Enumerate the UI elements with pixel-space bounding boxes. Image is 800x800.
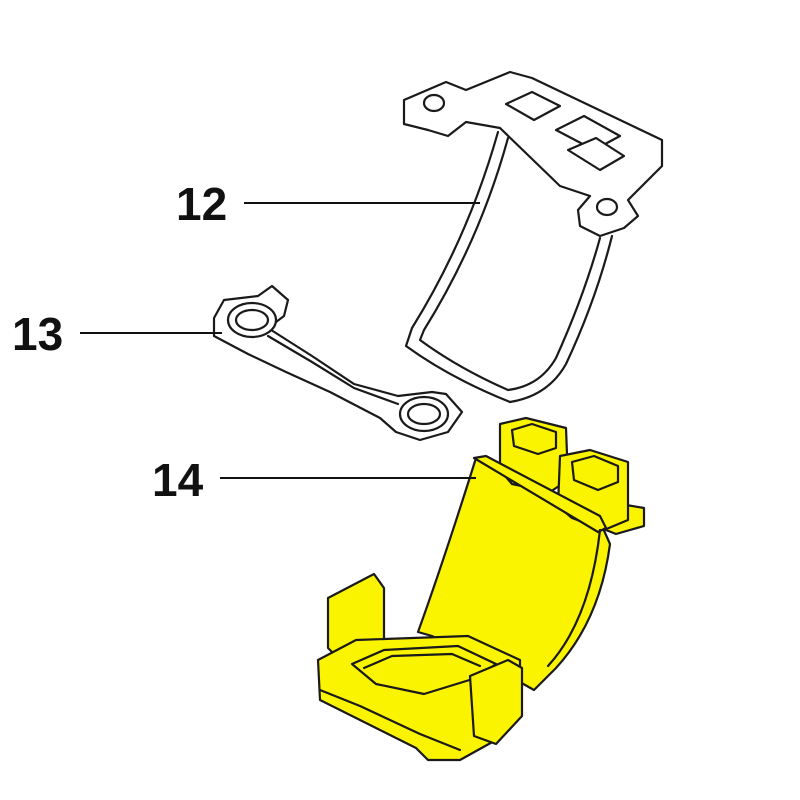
part-14-base-detail	[318, 688, 462, 752]
part-14-base-inner-line	[362, 652, 482, 670]
part-14-tube-a-opening	[510, 422, 558, 456]
part-12-curved-loop	[404, 130, 614, 404]
part-12-curved-loop-inner	[418, 136, 602, 392]
part-13-edge-line	[266, 334, 400, 406]
part-14-shroud	[316, 416, 646, 762]
part-14-right-post	[468, 658, 524, 746]
part-12-bolt-hole-left	[422, 93, 446, 113]
part-13-ring-left-inner	[234, 308, 270, 332]
callout-14: 14	[152, 454, 204, 506]
part-12-window-1	[504, 90, 562, 122]
part-12-top-flange	[402, 70, 664, 238]
part-12-bolt-hole-right	[595, 197, 619, 217]
part-12-gasket	[402, 70, 664, 404]
part-14-top-rim	[472, 454, 608, 534]
callout-13: 13	[12, 308, 63, 360]
part-14-body-edge	[546, 528, 602, 668]
part-13-body	[212, 284, 464, 442]
part-13-ring-right-inner	[406, 402, 442, 426]
part-12-window-3	[566, 136, 626, 172]
callout-12: 12	[176, 178, 227, 230]
part-13-gasket	[212, 284, 464, 442]
part-14-tube-b-opening	[570, 454, 620, 492]
